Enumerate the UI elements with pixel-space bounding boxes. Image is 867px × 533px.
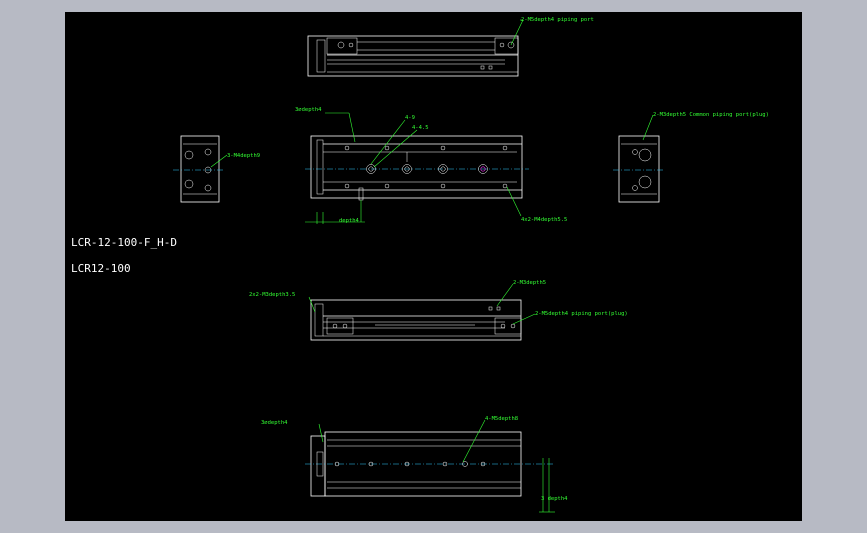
label-side-m5-plug: 2-M5depth4 piping port(plug) [535,311,628,317]
cad-drawing: 2-M5depth4 piping port 3-M4depth9 [71,17,769,513]
bottom-view: 3⌀depth4 4-M5depth8 3 depth4 [261,416,568,513]
label-top-piping-port: 2-M5depth4 piping port [521,17,594,23]
label-front-depth-a: 3⌀depth4 [295,107,322,113]
cad-viewport[interactable]: 2-M5depth4 piping port 3-M4depth9 [65,12,802,521]
title-model: LCR-12-100-F_H-D [71,236,177,249]
label-front-dia-2: 4-4.5 [412,125,429,131]
label-front-m4x2: 4x2-M4depth5.5 [521,217,567,223]
label-bottom-m5: 4-M5depth8 [485,416,518,422]
label-left-m4: 3-M4depth9 [227,153,260,159]
label-common-port: 2-M3depth5 Common piping port(plug) [653,112,769,118]
label-side-m3: 2-M3depth5 [513,280,546,286]
label-front-dia-1: 4-9 [405,115,415,121]
side-view: 2x2-M3depth3.5 2-M3depth5 2-M5depth4 pip… [249,280,628,341]
top-view: 2-M5depth4 piping port [307,17,594,77]
label-bottom-depth-left: 3⌀depth4 [261,420,288,426]
left-end-view: 3-M4depth9 [173,135,260,203]
label-side-m3x2: 2x2-M3depth3.5 [249,292,295,298]
label-front-bottom-depth: depth4 [339,218,360,224]
label-bottom-depth-right: 3 depth4 [541,496,568,502]
title-series: LCR12-100 [71,262,131,275]
right-end-view: 2-M3depth5 Common piping port(plug) [613,112,769,203]
front-view: 3⌀depth4 4-9 4-4.5 4x2-M4depth5.5 depth4 [295,107,567,224]
